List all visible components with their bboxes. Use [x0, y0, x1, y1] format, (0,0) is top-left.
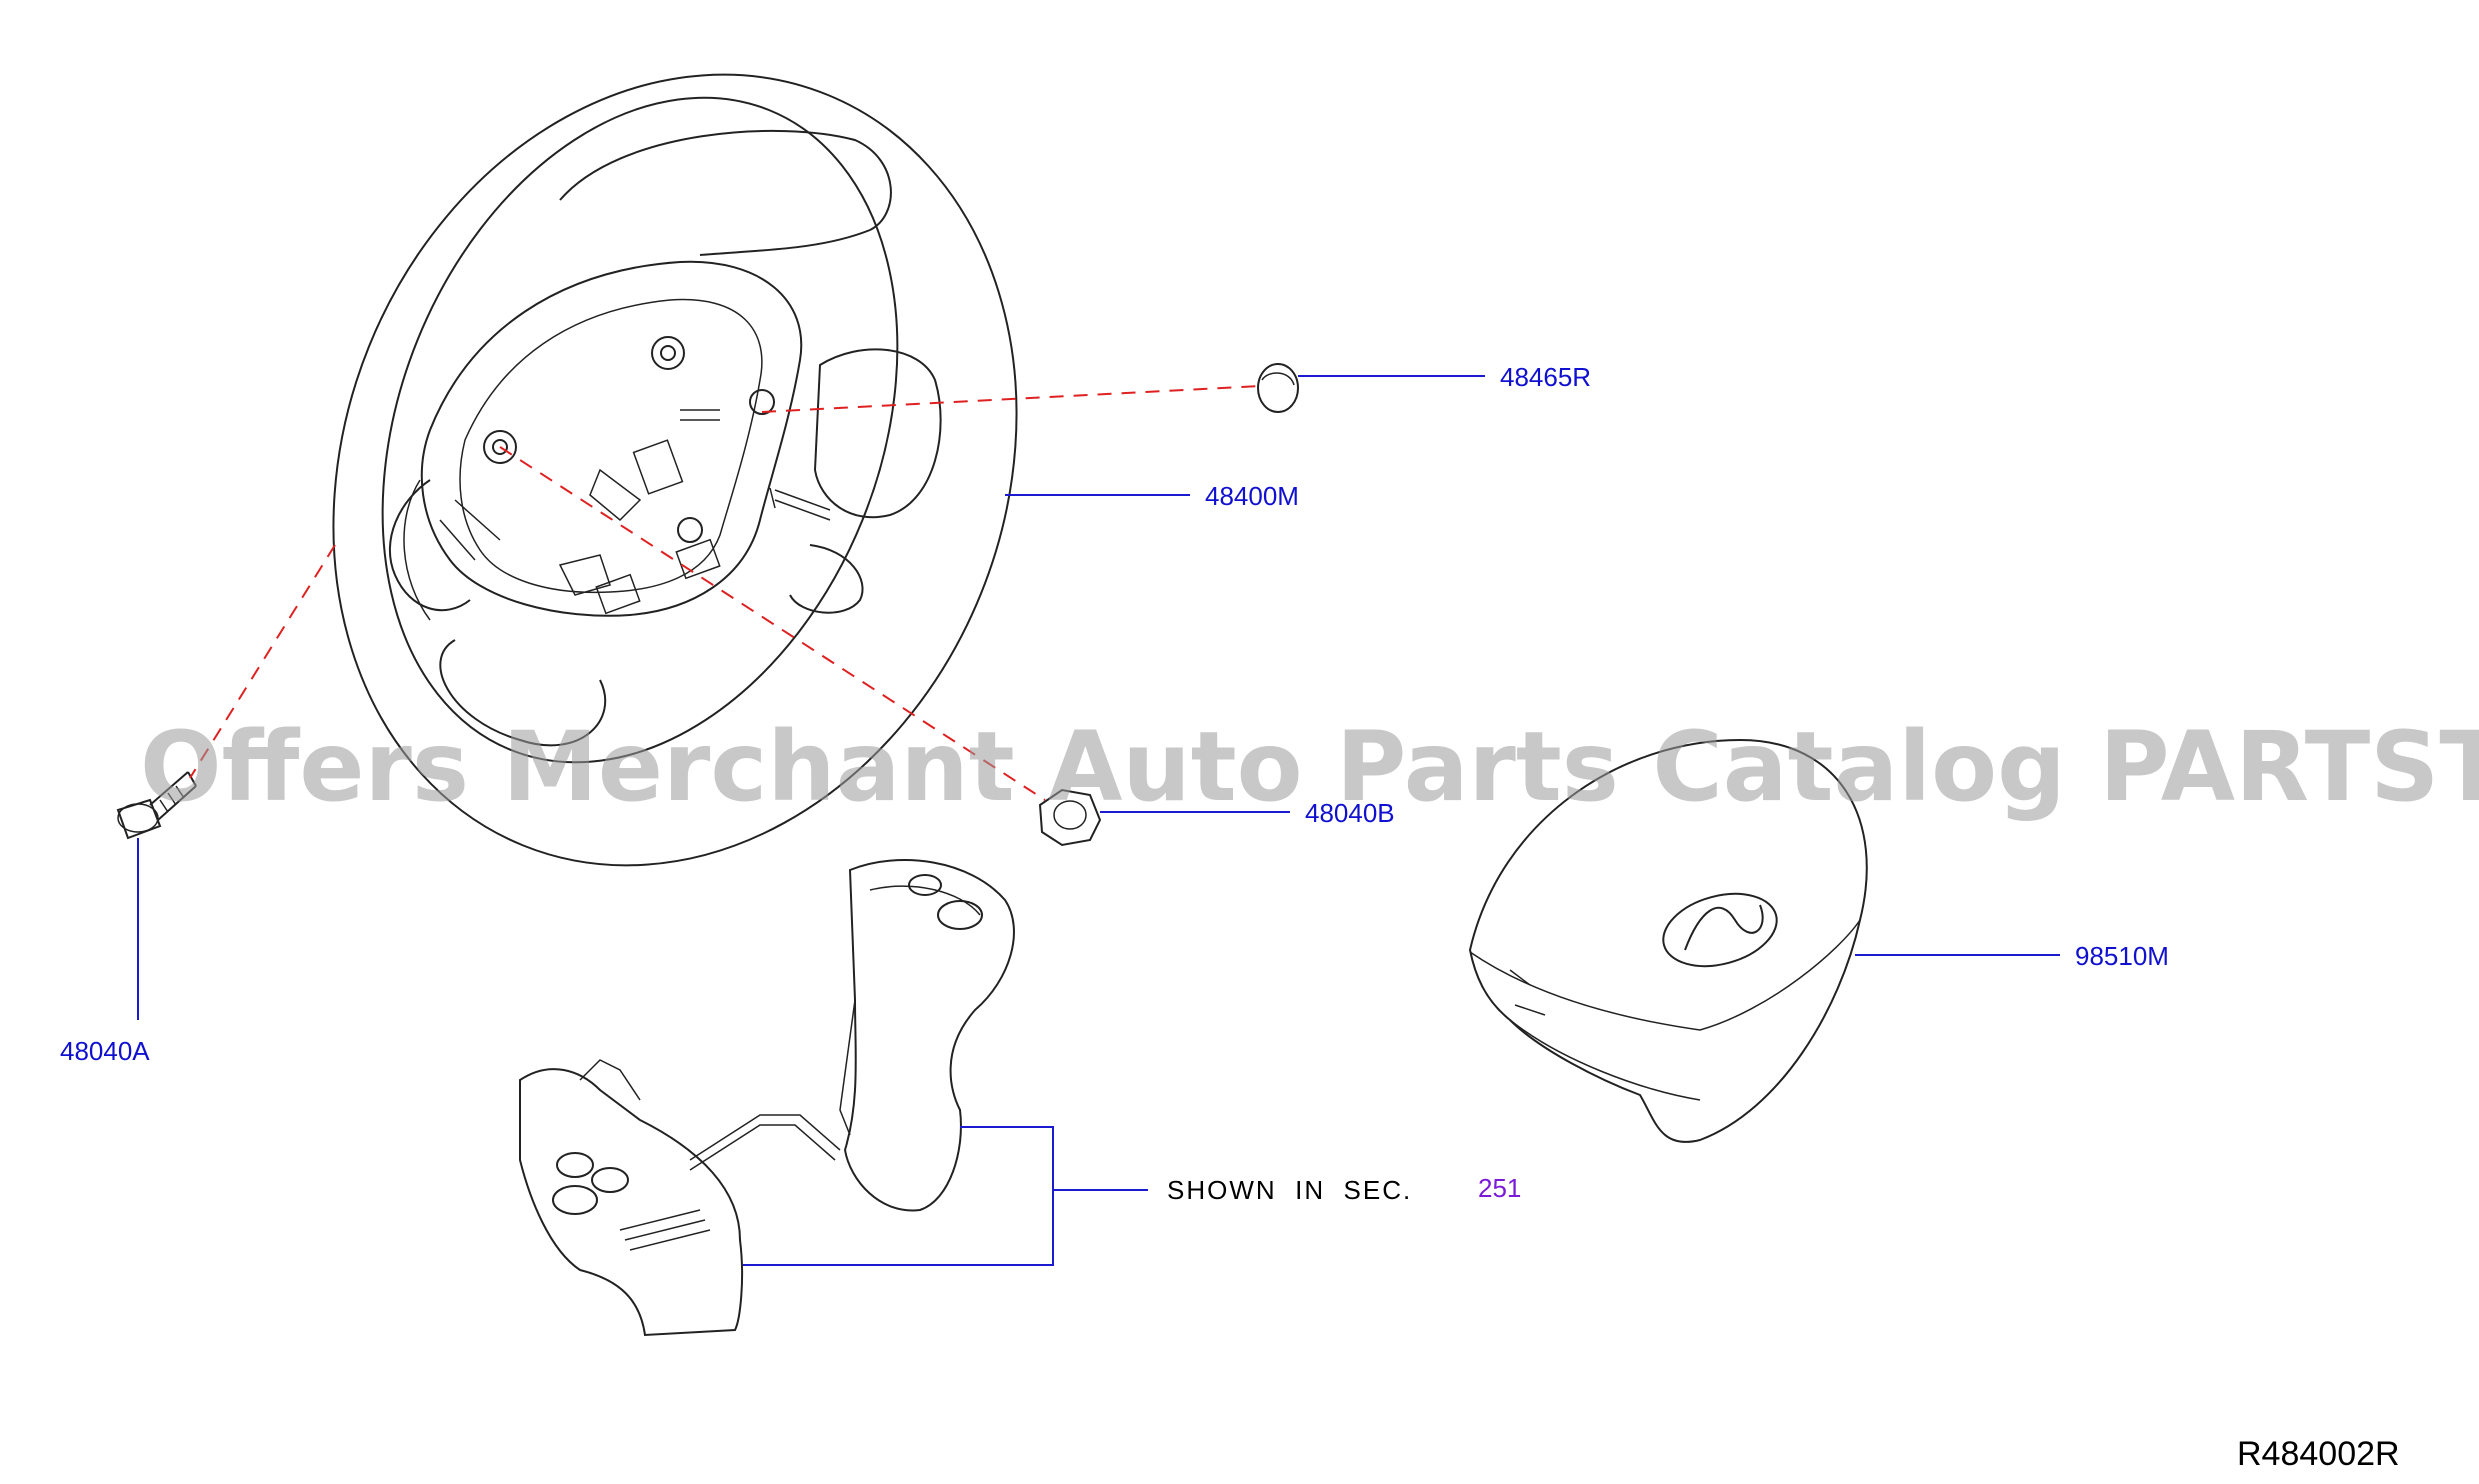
label-48465R[interactable]: 48465R [1500, 362, 1591, 392]
assembly-lines [189, 385, 1261, 801]
label-48040A[interactable]: 48040A [60, 1036, 150, 1066]
section-ref-text: SHOWN IN SEC. [1167, 1175, 1412, 1205]
nut-drawing [1038, 788, 1102, 847]
leader-lines [137, 375, 2060, 1266]
cap-drawing [1257, 363, 1299, 413]
label-48400M[interactable]: 48400M [1205, 481, 1299, 511]
label-48040B[interactable]: 48040B [1305, 798, 1395, 828]
watermark-text: Offers Merchant Auto Parts Catalog PARTS… [140, 711, 2479, 823]
label-98510M[interactable]: 98510M [2075, 941, 2169, 971]
diagram-id: R484002R [2237, 1435, 2400, 1473]
airbag-module-drawing [1468, 738, 1868, 1143]
bolt-drawing [116, 771, 197, 840]
steering-switch-drawing [519, 859, 1015, 1337]
section-ref-link[interactable]: 251 [1478, 1173, 1521, 1203]
steering-wheel-drawing [332, 73, 1018, 867]
